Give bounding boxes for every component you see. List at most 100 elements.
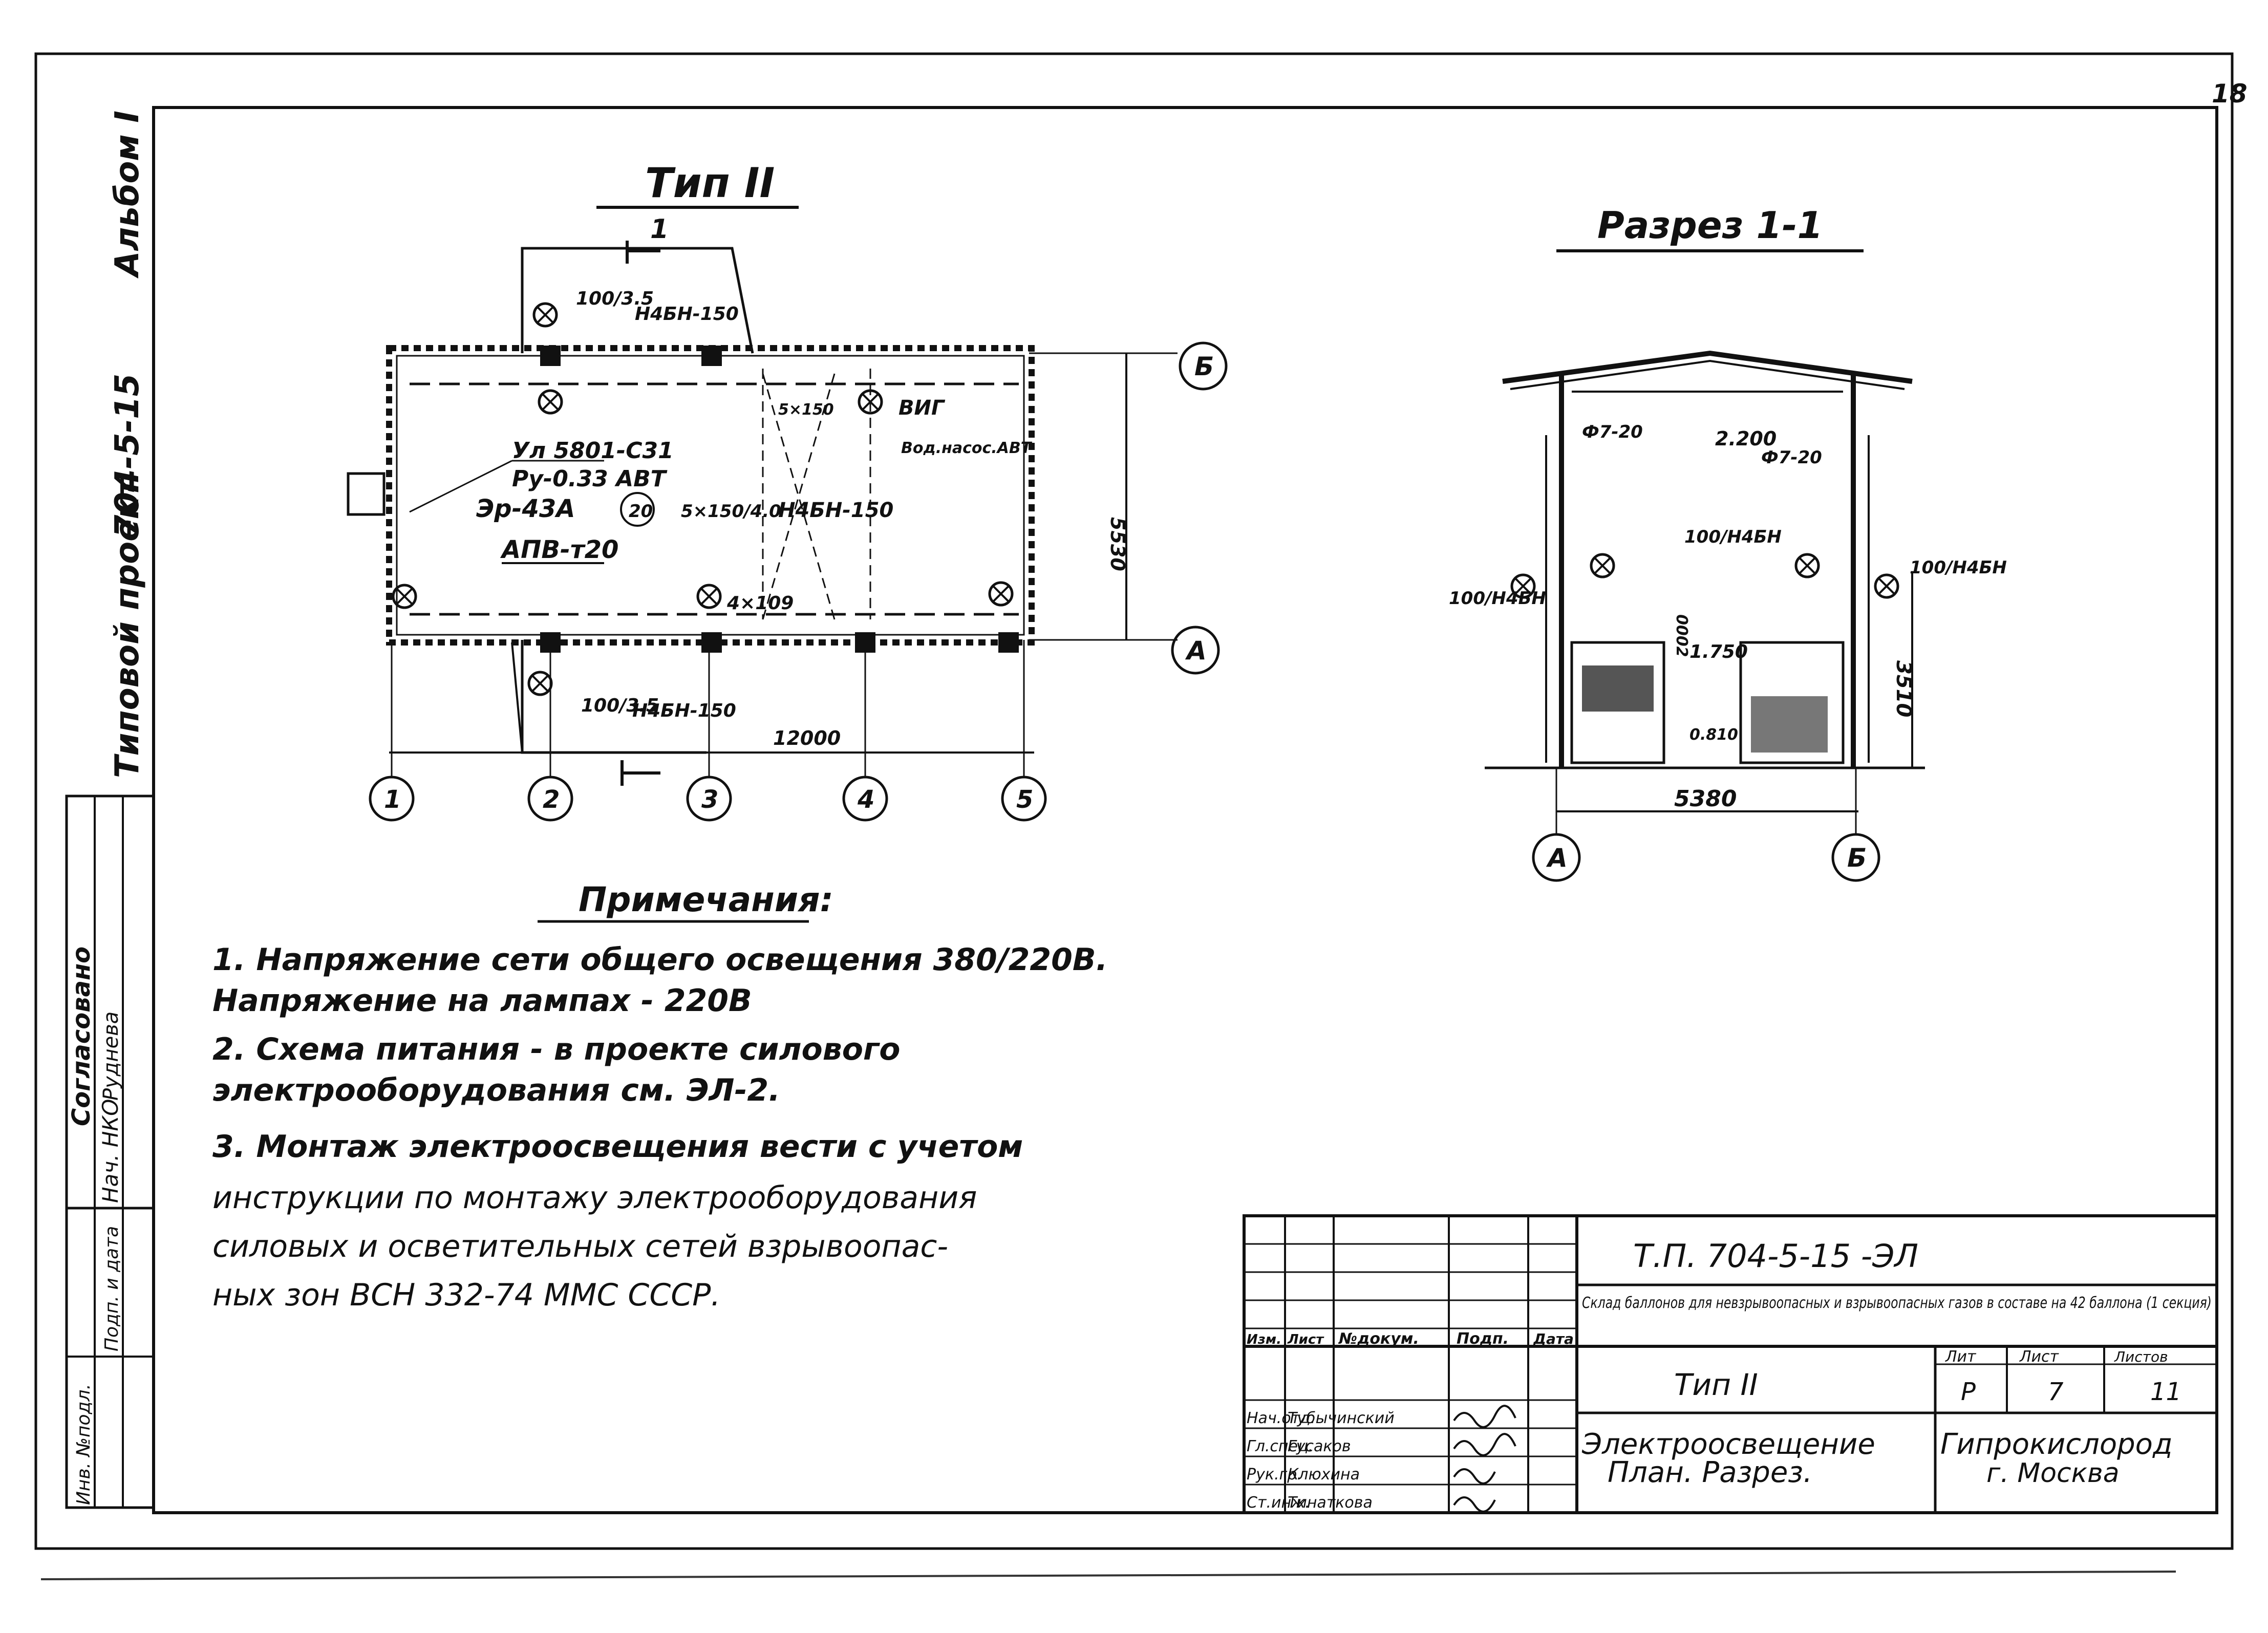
axis-label: А (1185, 636, 1207, 665)
note-line: ных зон ВСН 332-74 ММС СССР. (212, 1277, 720, 1313)
signature-mark (1453, 1496, 1496, 1513)
note-line: 3. Монтаж электроосвещения вести с учето… (212, 1129, 1023, 1165)
lamp-top-type: Н4БН-150 (635, 304, 739, 325)
dim-length: 12000 (773, 727, 841, 749)
outer-border (34, 52, 2234, 1550)
organization-city: г. Москва (1986, 1458, 2120, 1489)
project-label: Типовой проект (109, 476, 146, 778)
doc-code: Т.П. 704-5-15 -ЭЛ (1633, 1237, 1918, 1275)
cylinder-cage-right (1739, 641, 1845, 764)
object-description: Склад баллонов для невзрывоопасных и взр… (1582, 1294, 2212, 1312)
elev-top-label: 2.200 (1715, 427, 1777, 450)
lamp-icon (988, 581, 1014, 607)
header-col: Подп. (1457, 1330, 1509, 1348)
stage-value: Р (1961, 1378, 1976, 1406)
vig-sub-label: Вод.насос.АВТ (901, 439, 1033, 457)
axis-bubble (369, 776, 415, 822)
signature-mark (1453, 1405, 1516, 1428)
elev-mid-label: 1.750 (1689, 641, 1748, 662)
sheet-number: 18 (2212, 79, 2248, 109)
axis-label: 3 (701, 785, 718, 814)
stage-value: 11 (2150, 1378, 2181, 1406)
notes-title: Примечания: (579, 880, 833, 919)
header-col: №докум. (1338, 1330, 1419, 1348)
lamp-top-label: 100/3.5 (576, 288, 654, 309)
axis-label: 2 (543, 785, 560, 814)
vert-left-label: 0002 (1673, 614, 1691, 657)
panel-label-3: Эр-43А (476, 495, 575, 523)
dim-width: 5530 (1106, 517, 1129, 571)
plan-title: Тип II (645, 159, 775, 207)
elev-low-label: 0.810 (1689, 726, 1738, 744)
axis-bubbles: 1 2 3 4 5 Б А (369, 341, 1228, 822)
axis-bubble (1532, 833, 1581, 882)
lamp-icon (1794, 553, 1820, 578)
plan-view: Тип II (347, 159, 1228, 822)
section-axis-b: Б (1847, 843, 1867, 873)
note-line: 2. Схема питания - в проекте силового (212, 1032, 901, 1067)
axis-label: Б (1194, 352, 1214, 381)
lamp-icon (527, 671, 553, 696)
signature-mark (1453, 1433, 1516, 1456)
axis-bubble (1179, 341, 1228, 391)
agreed-by: Нач. НКО (98, 1099, 123, 1203)
section-view: Разрез 1-1 Ф7-20 2.200 Ф7-20 100/Н4БН 10… (1449, 204, 2007, 882)
panel-label-2: Ру-0.33 АВТ (512, 466, 668, 492)
axis-label: 5 (1016, 785, 1033, 814)
lamp-icon (696, 584, 722, 609)
axis-label: 1 (384, 785, 401, 814)
cylinder-cage-left (1570, 641, 1665, 764)
header-col: Лист (1287, 1332, 1324, 1347)
section-title: Разрез 1-1 (1597, 204, 1823, 247)
lamp-low-label: 4×109 (726, 593, 794, 614)
axis-bubble (1171, 626, 1220, 675)
project-number: 704-5-15 (109, 374, 146, 538)
drawing-title-2: План. Разрез. (1608, 1456, 1812, 1489)
wire-right-label: Ф7-20 (1761, 447, 1822, 468)
side-stamp: Альбом I 704-5-15 Типовой проект Согласо… (65, 111, 155, 1509)
signature-name: Тубычинский (1288, 1409, 1395, 1427)
lamp-bottom-type: Н4БН-150 (632, 700, 736, 721)
type-label: Тип II (1674, 1367, 1758, 1402)
axis-bubble (686, 776, 732, 822)
stage-header: Лит (1945, 1348, 1977, 1366)
panel-label-1: Ул 5801-С31 (512, 438, 674, 464)
stage-value: 7 (2048, 1378, 2064, 1406)
signature-role: Рук.гр. (1247, 1466, 1302, 1484)
organization: Гипрокислород (1940, 1428, 2173, 1461)
inv-cell-2: Подп. и дата (101, 1226, 122, 1351)
side-stamp-box (65, 794, 155, 1509)
lamp-right-label: 100/Н4БН (1910, 557, 2007, 578)
bottom-scan-edge (40, 1571, 2176, 1580)
vig-label: ВИГ (898, 396, 946, 420)
lamp-icon (1510, 573, 1536, 599)
album-label: Альбом I (109, 111, 146, 279)
note-line: Напряжение на лампах - 220В (212, 983, 752, 1019)
signature-role: Гл.спец. (1247, 1437, 1313, 1455)
wire-left-label: Ф7-20 (1582, 422, 1643, 442)
axis-label: 4 (857, 785, 874, 814)
lamp-icon (392, 584, 417, 609)
note-line: силовых и осветительных сетей взрывоопас… (212, 1229, 948, 1264)
signature-name: Клюхина (1288, 1466, 1360, 1484)
section-mark-top: 1 (650, 214, 669, 245)
signature-name: Гусаков (1288, 1437, 1351, 1455)
lamp-icon (1590, 553, 1615, 578)
agreed-name: Руднева (99, 1012, 123, 1101)
axis-bubble (842, 776, 888, 822)
label-51: 5×150 (778, 401, 834, 419)
header-col: Изм. (1247, 1332, 1281, 1347)
section-dim-width: 5380 (1674, 786, 1737, 812)
axis-bubble (527, 776, 573, 822)
lamp-mid-label: 5×150/4.0 (681, 501, 781, 522)
section-dim-height: 3510 (1892, 660, 1915, 717)
lamp-bottom-label: 100/3.5 (581, 695, 659, 716)
lamp-icon (538, 389, 563, 415)
header-col: Дата (1533, 1330, 1574, 1347)
drawing-title-1: Электроосвещение (1581, 1428, 1875, 1461)
lamp-center-label: 100/Н4БН (1684, 527, 1782, 547)
lamp-icon (1874, 573, 1899, 599)
cable-label: АПВ-т20 (500, 535, 618, 564)
note-line: электрооборудования см. ЭЛ-2. (212, 1072, 780, 1108)
